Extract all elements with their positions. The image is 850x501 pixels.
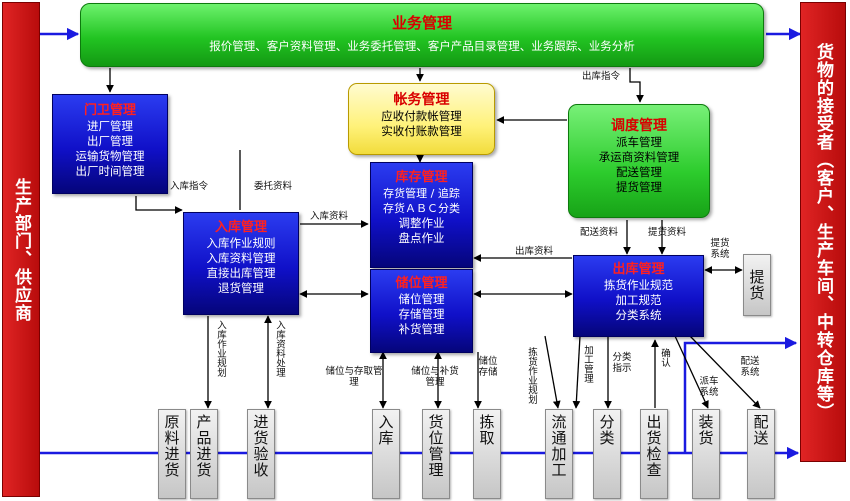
inbound-line-3: 直接出库管理	[206, 266, 276, 280]
pickup-label: 提货	[747, 269, 766, 301]
inventory-line-4: 盘点作业	[398, 231, 445, 245]
accounts-line-1: 应收付款帐管理	[381, 109, 462, 123]
gate-management-box: 门卫管理 进厂管理 出厂管理 运输货物管理 出厂时间管理	[52, 94, 168, 194]
pickup-box: 提货	[743, 254, 771, 316]
process-label: 产品进货	[194, 414, 213, 478]
gate-line-4: 出厂时间管理	[75, 164, 145, 178]
left-bar-label: 生产部门、供应商	[11, 177, 31, 322]
accounts-management-title: 帐务管理	[393, 92, 450, 108]
storage-line-1: 储位管理	[398, 292, 445, 306]
outbound-management-title: 出库管理	[612, 262, 665, 277]
process-box-warehousing: 入库	[372, 409, 400, 499]
inventory-management-box: 库存管理 存货管理 / 追踪 存货ＡＢＣ分类 调整作业 盘点作业	[370, 162, 473, 268]
process-box-shipping-check: 出货检查	[640, 409, 668, 499]
flow-right-return	[683, 336, 798, 453]
label-storage-mgmt: 储位与存取管理	[325, 366, 383, 388]
process-box-product-intake: 产品进货	[190, 409, 218, 499]
process-box-raw-material: 原料进货	[158, 409, 186, 499]
process-box-picking: 拣取	[473, 409, 501, 499]
label-picking-plan: 拣货作业规划	[526, 347, 537, 404]
label-sort-indicate: 分类指示	[612, 352, 632, 374]
label-delivery-system: 配送系统	[740, 356, 760, 378]
inventory-line-1: 存货管理 / 追踪	[383, 187, 460, 200]
label-processing: 加工管理	[582, 345, 593, 383]
label-pickup-data: 提货资料	[648, 227, 687, 238]
label-entrust: 委托资料	[254, 181, 293, 192]
gate-line-1: 进厂管理	[87, 119, 133, 133]
right-bar-label: 货物的接受者（客户、生产车间、中转仓库等）	[813, 43, 833, 421]
label-inbound-data: 入库资料	[310, 211, 349, 222]
dispatch-line-2: 承运商资料管理	[598, 150, 680, 164]
process-label: 拣取	[477, 414, 496, 446]
process-label: 进货验收	[251, 414, 270, 478]
inbound-management-title: 入库管理	[214, 220, 267, 235]
label-outbound-data: 出库资料	[515, 246, 554, 257]
inbound-line-4: 退货管理	[218, 281, 264, 295]
label-replenish: 储位与补货管理	[411, 366, 459, 388]
left-bar-suppliers: 生产部门、供应商	[2, 2, 40, 497]
label-outbound-cmd: 出库指令	[582, 71, 621, 82]
label-inbound-process: 入库资料处理	[274, 320, 285, 377]
right-bar-receivers: 货物的接受者（客户、生产车间、中转仓库等）	[800, 2, 846, 462]
label-storage-store: 储位存储	[478, 356, 498, 378]
dispatch-management-title: 调度管理	[611, 118, 667, 134]
outbound-line-3: 分类系统	[615, 308, 662, 322]
inventory-line-2: 存货ＡＢＣ分类	[383, 202, 460, 215]
process-box-loading: 装货	[692, 409, 720, 499]
process-label: 原料进货	[162, 414, 181, 478]
outbound-line-2: 加工规范	[615, 293, 662, 307]
dispatch-line-3: 配送管理	[616, 165, 662, 179]
process-label: 装货	[696, 414, 715, 446]
dispatch-management-box: 调度管理 派车管理 承运商资料管理 配送管理 提货管理	[568, 104, 710, 218]
process-box-location-mgmt: 货位管理	[422, 409, 450, 499]
label-confirm: 确认	[659, 348, 670, 367]
inbound-line-1: 入库作业规则	[206, 236, 276, 250]
accounts-line-2: 实收付账款管理	[381, 124, 462, 138]
process-label: 分类	[597, 414, 616, 446]
gate-line-3: 运输货物管理	[75, 149, 145, 163]
business-management-title: 业务管理	[391, 14, 452, 32]
business-management-subtitle: 报价管理、客户资料管理、业务委托管理、客户产品目录管理、业务跟踪、业务分析	[209, 39, 635, 53]
inventory-line-3: 调整作业	[398, 216, 445, 230]
process-label: 入库	[376, 414, 395, 446]
process-box-processing: 流通加工	[545, 409, 573, 499]
inventory-management-title: 库存管理	[395, 170, 448, 185]
process-box-delivery: 配送	[747, 409, 775, 499]
business-management-box: 业务管理 报价管理、客户资料管理、业务委托管理、客户产品目录管理、业务跟踪、业务…	[80, 3, 764, 67]
process-label: 流通加工	[549, 414, 568, 478]
process-box-sorting: 分类	[593, 409, 621, 499]
label-delivery-data: 配送资料	[580, 227, 619, 238]
inbound-line-2: 入库资料管理	[206, 251, 276, 265]
label-inbound-cmd: 入库指令	[170, 181, 209, 192]
accounts-management-box: 帐务管理 应收付款帐管理 实收付账款管理	[348, 83, 495, 155]
inbound-management-box: 入库管理 入库作业规则 入库资料管理 直接出库管理 退货管理	[183, 212, 299, 315]
gate-line-2: 出厂管理	[87, 134, 133, 148]
outbound-line-1: 拣货作业规范	[604, 278, 673, 292]
process-label: 货位管理	[426, 414, 445, 478]
storage-line-2: 存储管理	[398, 307, 445, 321]
label-pickup-system: 提货系统	[710, 238, 730, 260]
gate-management-title: 门卫管理	[83, 103, 136, 118]
label-inbound-rule: 入库作业规划	[215, 320, 226, 377]
storage-management-box: 储位管理 储位管理 存储管理 补货管理	[370, 269, 473, 353]
dispatch-line-1: 派车管理	[616, 135, 662, 149]
outbound-management-box: 出库管理 拣货作业规范 加工规范 分类系统	[573, 255, 704, 337]
process-label: 出货检查	[644, 414, 663, 478]
process-label: 配送	[751, 414, 770, 446]
storage-line-3: 补货管理	[398, 322, 445, 336]
label-dispatch-system: 派车系统	[699, 376, 719, 398]
dispatch-line-4: 提货管理	[616, 180, 662, 194]
process-box-intake-inspection: 进货验收	[247, 409, 275, 499]
storage-management-title: 储位管理	[395, 276, 448, 291]
